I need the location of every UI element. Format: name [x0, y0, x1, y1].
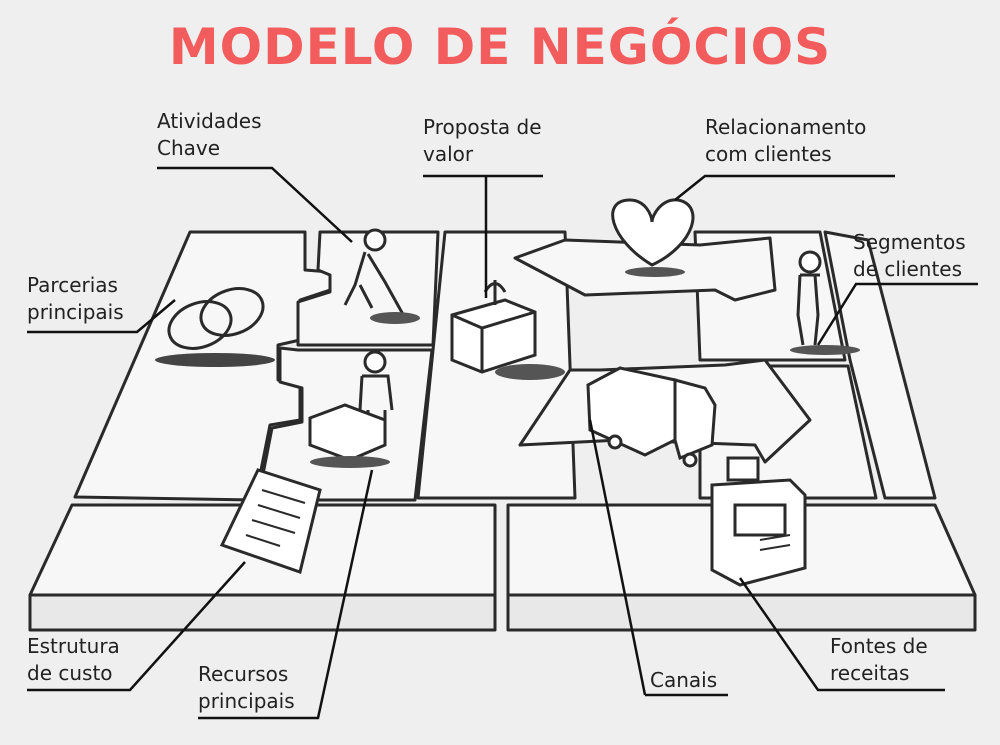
label-parcerias-line-1: Parcerias — [27, 273, 118, 297]
label-proposta-valor-line-1: Proposta de — [423, 115, 542, 139]
label-estrutura-custo-line-2: de custo — [27, 661, 113, 685]
label-relacionamento: Relacionamento com clientes — [705, 114, 866, 168]
label-atividades-chave-line-1: Atividades — [157, 109, 262, 133]
leader-fontes-receitas — [738, 577, 945, 692]
label-canais: Canais — [650, 667, 717, 694]
label-relacionamento-line-1: Relacionamento — [705, 115, 867, 139]
leader-segmentos — [816, 282, 978, 346]
gift-box-icon — [450, 280, 565, 380]
rings-icon — [155, 287, 275, 367]
leader-parcerias — [27, 299, 176, 334]
label-estrutura-custo-line-1: Estrutura — [27, 634, 120, 658]
label-fontes-receitas-line-2: receitas — [830, 661, 910, 685]
label-atividades-chave-line-2: Chave — [157, 136, 221, 160]
label-segmentos: Segmentos de clientes — [853, 229, 966, 283]
page-title: MODELO DE NEGÓCIOS — [168, 18, 832, 76]
document-icon — [219, 468, 322, 574]
digging-person-icon — [343, 228, 420, 324]
revenue-streams-block-front — [506, 593, 977, 632]
leader-relacionamento — [674, 174, 895, 201]
label-canais-line-1: Canais — [650, 668, 718, 692]
customer-segments-block — [823, 230, 937, 500]
label-parcerias-line-2: principais — [27, 300, 124, 324]
person-with-machine-icon — [308, 350, 394, 468]
standing-person-icon — [790, 250, 860, 355]
leader-canais — [588, 419, 728, 697]
label-recursos: Recursos principais — [198, 661, 295, 715]
label-proposta-valor-line-2: valor — [423, 142, 474, 166]
label-atividades-chave: Atividades Chave — [157, 108, 262, 162]
label-recursos-line-2: principais — [198, 689, 295, 713]
label-segmentos-line-1: Segmentos — [853, 230, 966, 254]
label-fontes-receitas: Fontes de receitas — [830, 633, 928, 687]
leader-recursos — [198, 469, 374, 720]
label-estrutura-custo: Estrutura de custo — [27, 633, 120, 687]
label-fontes-receitas-line-1: Fontes de — [830, 634, 928, 658]
truck-icon — [586, 366, 717, 468]
cost-structure-block-front — [28, 593, 497, 632]
cash-register-icon — [710, 456, 807, 587]
label-parcerias: Parcerias principais — [27, 272, 124, 326]
heart-icon — [611, 198, 695, 277]
label-relacionamento-line-2: com clientes — [705, 142, 832, 166]
label-proposta-valor: Proposta de valor — [423, 114, 542, 168]
label-recursos-line-1: Recursos — [198, 662, 289, 686]
leader-atividades-chave — [157, 166, 353, 243]
leader-proposta-valor — [423, 174, 543, 298]
leader-estrutura-custo — [27, 561, 246, 692]
label-segmentos-line-2: de clientes — [853, 257, 963, 281]
